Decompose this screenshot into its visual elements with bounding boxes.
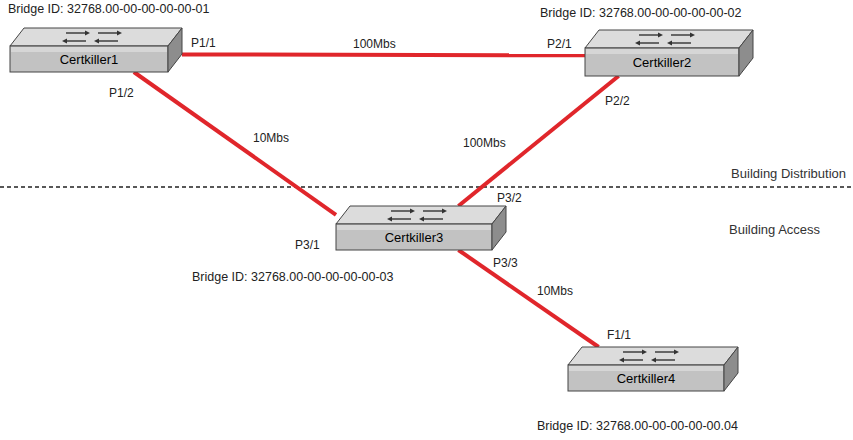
switch-arrow bbox=[98, 40, 118, 41]
port-label: P3/3 bbox=[492, 256, 519, 270]
port-label: P3/2 bbox=[496, 191, 523, 205]
switch-arrowhead bbox=[94, 39, 99, 44]
port-label: P2/1 bbox=[546, 37, 573, 51]
switch-name: Certkiller1 bbox=[10, 46, 168, 72]
switch-arrowhead bbox=[117, 31, 122, 36]
switch-arrowhead bbox=[651, 358, 656, 363]
bridge-id: Bridge ID: 32768.00-00-00-00-00-03 bbox=[192, 270, 394, 285]
bridge-id: Bridge ID: 32768.00-00-00-00-00-02 bbox=[540, 6, 742, 21]
switch-arrow bbox=[639, 42, 659, 43]
bridge-id: Bridge ID: 32768.00-00-00-00-00-01 bbox=[8, 2, 210, 17]
switch-node: Certkiller4Bridge ID: 32768.00-00-00-00-… bbox=[568, 347, 738, 391]
switch-arrow bbox=[423, 218, 443, 219]
switch-side bbox=[724, 347, 738, 391]
network-link bbox=[458, 76, 618, 206]
switch-front bbox=[585, 48, 739, 76]
switch-highlight bbox=[337, 225, 491, 230]
port-label: F1/1 bbox=[606, 328, 632, 342]
switch-side bbox=[168, 28, 182, 72]
switch-arrow bbox=[655, 351, 675, 352]
switch-arrow bbox=[623, 351, 643, 352]
switch-highlight bbox=[586, 49, 738, 54]
switch-arrow bbox=[423, 210, 443, 211]
network-link bbox=[134, 72, 336, 215]
switch-arrowhead bbox=[410, 209, 415, 214]
zone-label: Building Distribution bbox=[730, 166, 847, 181]
switch-arrowhead bbox=[619, 358, 624, 363]
switch-highlight bbox=[569, 366, 723, 371]
switch-arrow bbox=[98, 32, 118, 33]
switch-arrow bbox=[623, 359, 643, 360]
switch-top bbox=[568, 347, 738, 365]
switch-node: Bridge ID: 32768.00-00-00-00-00-02Certki… bbox=[585, 30, 753, 76]
switch-arrowhead bbox=[419, 217, 424, 222]
switch-node: Bridge ID: 32768.00-00-00-00-00-01Certki… bbox=[10, 28, 182, 72]
switch-name: Certkiller3 bbox=[336, 224, 492, 250]
switch-arrow bbox=[639, 34, 659, 35]
switch-highlight bbox=[11, 47, 167, 52]
switch-name: Certkiller2 bbox=[585, 48, 739, 76]
switch-arrowhead bbox=[442, 209, 447, 214]
switch-arrow bbox=[391, 210, 411, 211]
zone-divider bbox=[0, 186, 853, 188]
switch-front bbox=[568, 365, 724, 391]
port-label: P3/1 bbox=[294, 238, 321, 252]
switch-node: Certkiller3Bridge ID: 32768.00-00-00-00-… bbox=[336, 206, 506, 250]
switch-arrowhead bbox=[690, 33, 695, 38]
switch-name: Certkiller4 bbox=[568, 365, 724, 391]
switch-top bbox=[10, 28, 182, 46]
switch-arrowhead bbox=[658, 33, 663, 38]
switch-front bbox=[10, 46, 168, 72]
switch-arrow bbox=[66, 32, 86, 33]
switch-arrowhead bbox=[85, 31, 90, 36]
switch-arrowhead bbox=[387, 217, 392, 222]
link-speed: 100Mbs bbox=[352, 37, 397, 51]
switch-top bbox=[336, 206, 506, 224]
switch-side bbox=[492, 206, 506, 250]
zone-label: Building Access bbox=[728, 222, 821, 237]
port-label: P1/1 bbox=[190, 36, 217, 50]
switch-arrowhead bbox=[642, 350, 647, 355]
switch-front bbox=[336, 224, 492, 250]
link-speed: 100Mbs bbox=[462, 136, 507, 150]
network-link bbox=[458, 250, 598, 347]
link-speed: 10Mbs bbox=[252, 131, 290, 145]
switch-arrowhead bbox=[674, 350, 679, 355]
switch-side bbox=[739, 30, 753, 76]
network-link bbox=[182, 52, 585, 57]
switch-arrowhead bbox=[62, 39, 67, 44]
port-label: P1/2 bbox=[108, 86, 135, 100]
port-label: P2/2 bbox=[604, 94, 631, 108]
switch-top bbox=[585, 30, 753, 48]
switch-arrow bbox=[66, 40, 86, 41]
switch-arrowhead bbox=[635, 41, 640, 46]
link-speed: 10Mbs bbox=[536, 284, 574, 298]
switch-arrow bbox=[671, 42, 691, 43]
switch-arrow bbox=[671, 34, 691, 35]
switch-arrow bbox=[655, 359, 675, 360]
switch-arrowhead bbox=[667, 41, 672, 46]
switch-arrow bbox=[391, 218, 411, 219]
bridge-id: Bridge ID: 32768.00-00-00-00-00.04 bbox=[537, 419, 738, 434]
